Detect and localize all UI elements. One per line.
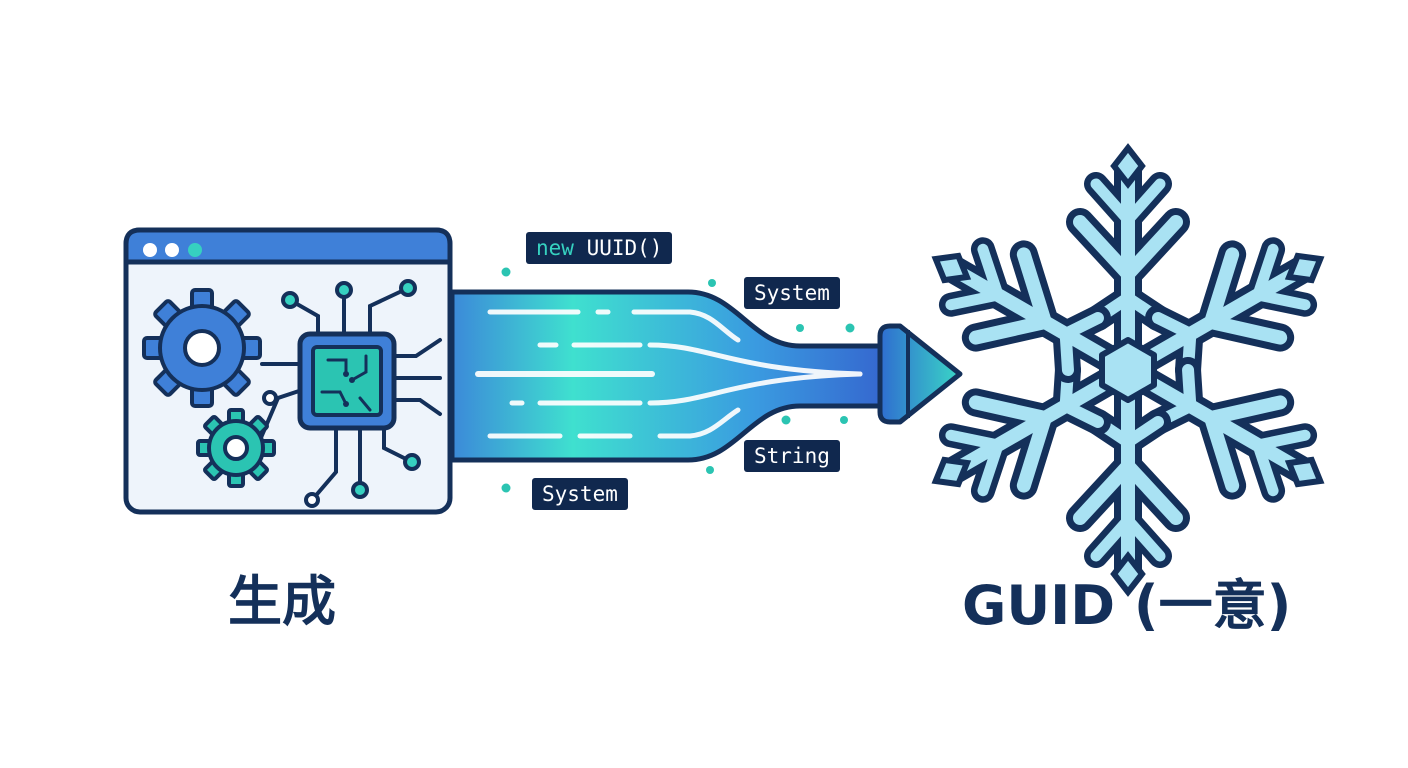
code-keyword-new: new bbox=[536, 236, 574, 260]
code-tag-new-uuid: new UUID() bbox=[526, 232, 673, 264]
chip-icon bbox=[297, 331, 397, 431]
particles bbox=[501, 267, 855, 493]
gear-icon bbox=[142, 288, 262, 408]
gear-small-icon bbox=[196, 408, 276, 488]
data-flow-pipe-icon bbox=[449, 289, 963, 463]
code-tag-system-top: System bbox=[744, 277, 840, 309]
source-label: 生成 bbox=[228, 570, 336, 633]
code-uuid-call: UUID() bbox=[573, 236, 663, 260]
code-tag-string: String bbox=[744, 440, 840, 472]
target-label: GUID (一意) bbox=[962, 574, 1292, 637]
snowflake-icon bbox=[912, 148, 1345, 592]
code-tag-system-bottom: System bbox=[532, 478, 628, 510]
circuit-nodes bbox=[262, 279, 421, 508]
